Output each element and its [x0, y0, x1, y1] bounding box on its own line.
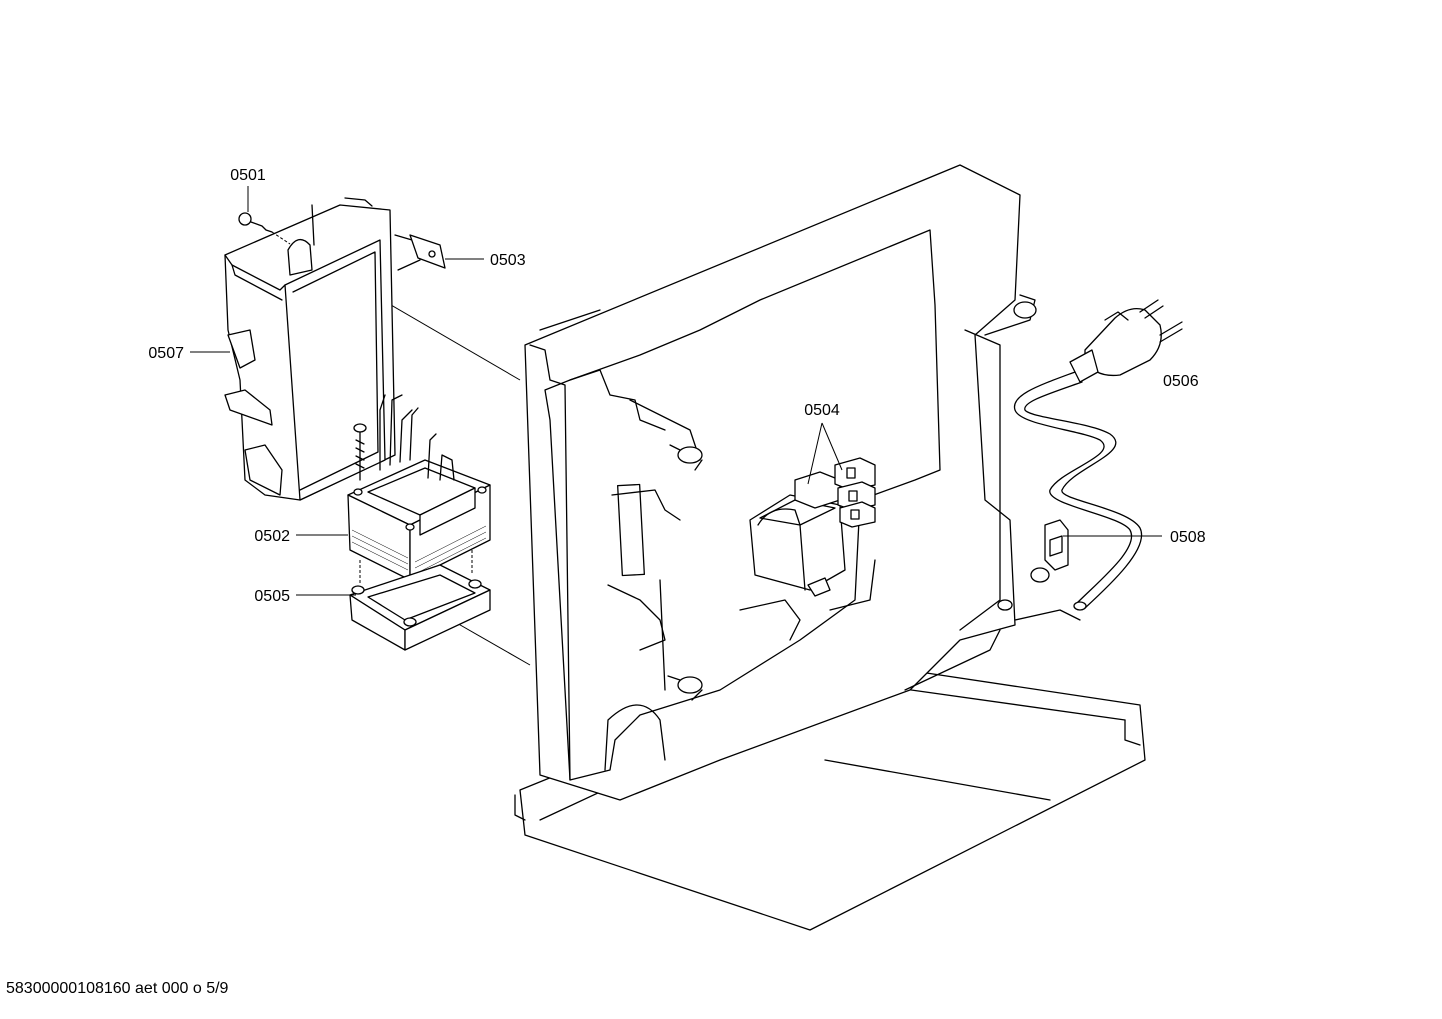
label-0503: 0503 [490, 252, 526, 269]
label-0501: 0501 [230, 167, 266, 184]
callout-0507: 0507 [148, 345, 230, 362]
callout-0506: 0506 [1163, 373, 1199, 390]
callout-0501: 0501 [230, 167, 266, 212]
bracket-0503 [409, 234, 446, 269]
label-0505: 0505 [254, 588, 290, 605]
chassis-frame [514, 164, 1146, 931]
document-code: 58300000108160 aet 000 o 5/9 [6, 980, 229, 997]
switch-0504 [749, 457, 876, 597]
label-0506: 0506 [1163, 373, 1199, 390]
screw-0501 [238, 212, 291, 245]
callout-0502: 0502 [254, 528, 348, 545]
label-0507: 0507 [148, 345, 184, 362]
power-cord-0506 [1013, 299, 1183, 611]
callout-0504: 0504 [804, 402, 843, 485]
callout-0505: 0505 [254, 588, 356, 605]
callout-0503: 0503 [445, 252, 526, 269]
label-0502: 0502 [254, 528, 290, 545]
callout-0508: 0508 [1063, 529, 1206, 546]
label-0508: 0508 [1170, 529, 1206, 546]
cord-clip-0508 [1044, 519, 1069, 571]
mounting-plate-0505 [349, 564, 491, 651]
label-0504: 0504 [804, 402, 840, 419]
